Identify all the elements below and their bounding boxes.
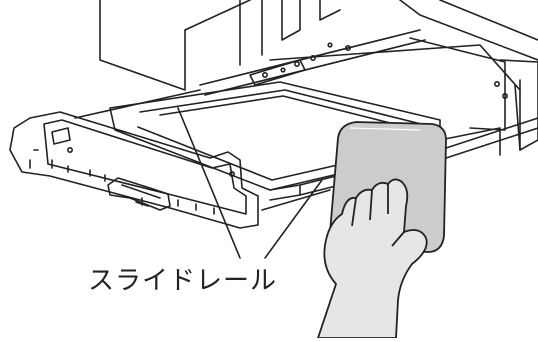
slide-rail-label: スライドレール — [88, 260, 277, 297]
cabinet-body — [100, 0, 538, 150]
leader-line-right — [265, 180, 322, 258]
upper-slide-rail — [200, 30, 520, 98]
leader-line-left — [178, 108, 240, 258]
